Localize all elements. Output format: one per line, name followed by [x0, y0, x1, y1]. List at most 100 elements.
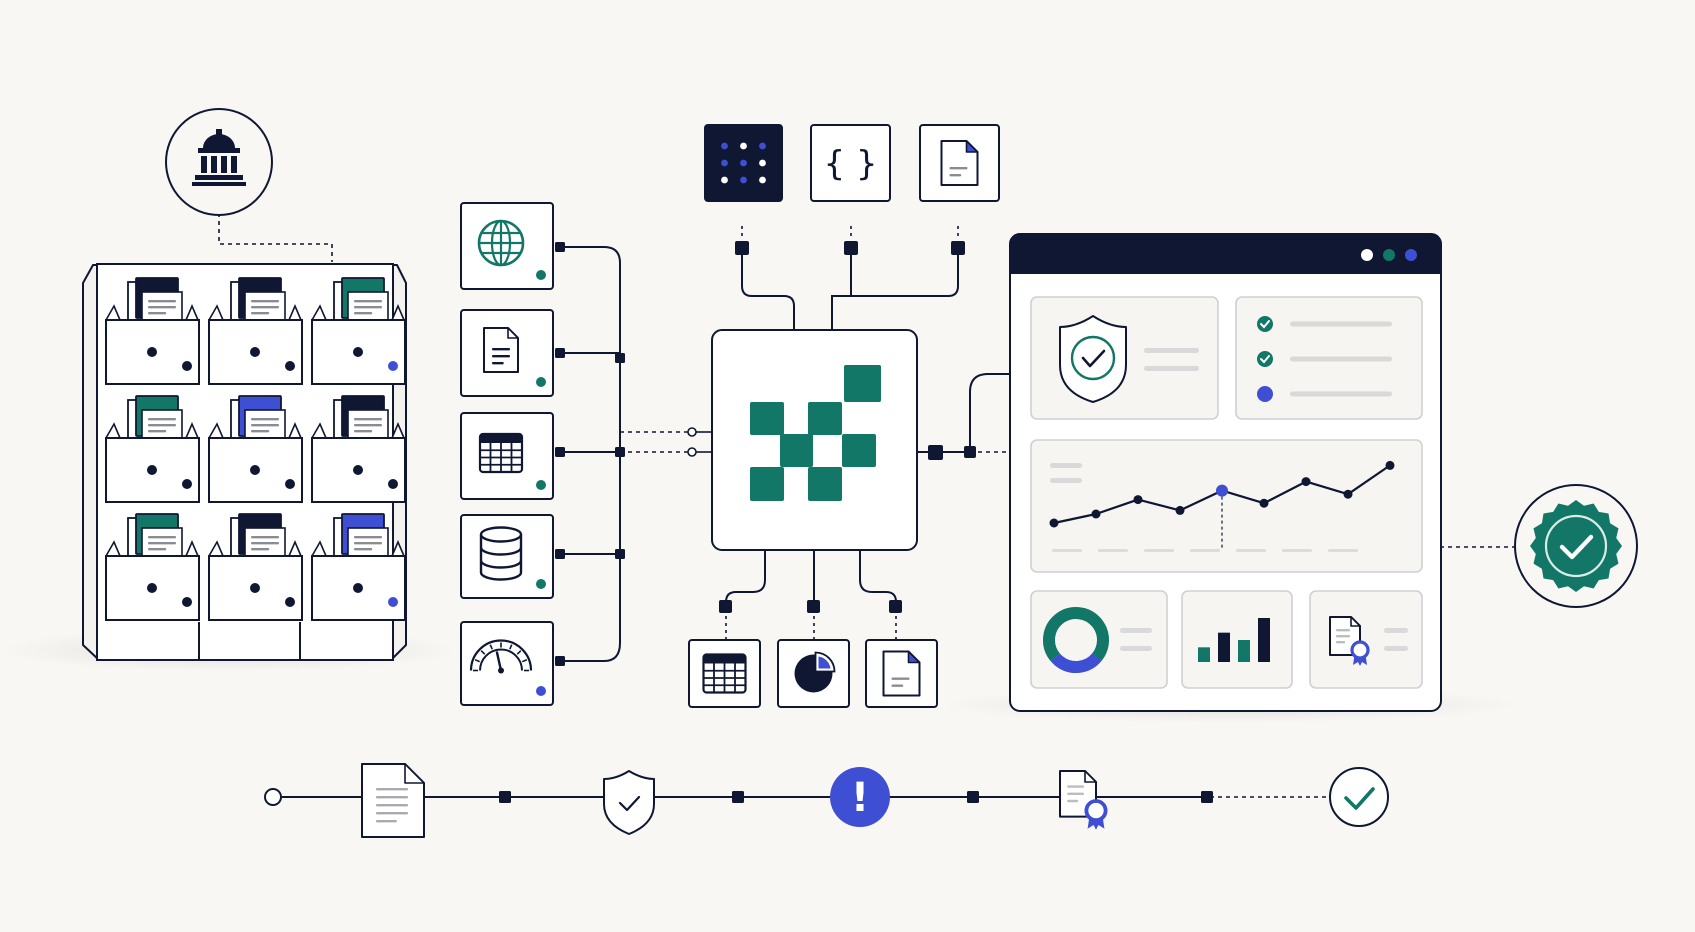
window-dot — [1383, 249, 1395, 261]
output-dot-grid — [704, 124, 783, 202]
drawer-status-dot — [182, 361, 192, 371]
bottom-outputs — [688, 639, 938, 708]
certificate-card — [1309, 590, 1423, 689]
archive-drawer — [105, 395, 200, 503]
validation-pipeline: ! — [264, 763, 1389, 838]
document-icon — [483, 327, 519, 373]
code-braces-icon: { } — [823, 144, 877, 184]
table-icon — [478, 432, 524, 474]
archive-drawer — [311, 277, 406, 385]
pipeline-step — [264, 788, 282, 806]
window-controls — [1361, 249, 1417, 261]
verified-seal-icon — [1530, 500, 1622, 592]
source-document — [460, 309, 554, 397]
source-database — [460, 514, 554, 599]
drawer-status-dot — [182, 479, 192, 489]
checker-logo-icon — [750, 365, 881, 501]
drawer-status-dot — [285, 597, 295, 607]
donut-card — [1030, 590, 1168, 689]
drawer-handle — [250, 583, 260, 593]
certificate-icon — [1059, 770, 1108, 830]
alert-icon: ! — [830, 767, 890, 827]
bar — [1218, 632, 1230, 662]
window-dot — [1405, 249, 1417, 261]
line-point — [1259, 498, 1269, 508]
source-status-dot — [536, 686, 546, 696]
bar-chart — [1198, 618, 1270, 662]
verified-badge — [1514, 484, 1638, 608]
data-sources — [460, 202, 554, 706]
document-icon — [361, 763, 425, 838]
checklist-item — [1257, 386, 1392, 402]
svg-text:!: ! — [851, 775, 869, 821]
gauge-icon — [469, 639, 533, 674]
drawer-handle — [147, 583, 157, 593]
window-dot — [1361, 249, 1373, 261]
start-node-icon — [264, 788, 282, 806]
archive-drawer — [311, 513, 406, 621]
line-point — [1385, 460, 1395, 470]
line-point — [1091, 509, 1101, 519]
donut-segment-indigo — [1043, 607, 1109, 673]
checklist-item — [1257, 351, 1392, 367]
archive-drawer — [105, 513, 200, 621]
source-globe — [460, 202, 554, 290]
output-document — [865, 639, 938, 708]
bar — [1198, 647, 1210, 662]
document-icon — [940, 140, 979, 186]
donut-chart — [1043, 607, 1110, 673]
drawer-status-dot — [388, 361, 398, 371]
source-status-dot — [536, 377, 546, 387]
source-status-dot — [536, 480, 546, 490]
globe-icon — [477, 219, 525, 267]
output-table — [688, 639, 761, 708]
archive-drawer — [208, 277, 303, 385]
drawer-handle — [353, 583, 363, 593]
drawer-handle — [147, 465, 157, 475]
drawer-status-dot — [285, 479, 295, 489]
check-circle-icon — [1329, 767, 1389, 827]
connector-nodes — [499, 241, 1213, 803]
check-icon — [1257, 351, 1273, 367]
drawer-handle — [353, 347, 363, 357]
certificate-icon — [1329, 616, 1370, 666]
drawer-status-dot — [388, 479, 398, 489]
pipeline-step — [1329, 767, 1389, 827]
institution-icon — [192, 129, 246, 186]
pipeline-step — [361, 763, 425, 838]
document-icon — [882, 650, 921, 697]
bus-ring-nodes — [687, 427, 697, 457]
checklist-card — [1235, 296, 1423, 420]
output-document — [919, 124, 1000, 202]
bar — [1258, 618, 1270, 662]
pipeline-step: ! — [830, 767, 890, 827]
table-icon — [702, 653, 747, 694]
security-card — [1030, 296, 1219, 420]
pipeline-step — [1059, 770, 1108, 830]
shield-check-icon — [603, 770, 655, 835]
drawer-status-dot — [388, 597, 398, 607]
line-point — [1133, 495, 1143, 505]
dashboard-window — [1009, 233, 1442, 712]
top-outputs: { } — [704, 124, 1000, 202]
drawer-handle — [250, 347, 260, 357]
shield-check-icon — [1059, 315, 1127, 403]
source-table — [460, 412, 554, 500]
drawer-handle — [353, 465, 363, 475]
filing-cabinet — [82, 263, 407, 661]
processing-hub — [711, 329, 918, 551]
drawer-handle — [147, 347, 157, 357]
output-code-braces: { } — [810, 124, 891, 202]
institution-badge — [165, 108, 273, 216]
drawer-status-dot — [182, 597, 192, 607]
line-chart-card — [1030, 439, 1423, 573]
source-gauge — [460, 621, 554, 706]
line-point — [1175, 505, 1185, 515]
source-status-dot — [536, 270, 546, 280]
database-icon — [479, 526, 523, 581]
source-status-dot — [536, 579, 546, 589]
output-pie-chart — [777, 639, 850, 708]
pipeline-step — [603, 770, 655, 835]
archive-drawer — [311, 395, 406, 503]
dot-grid-icon — [721, 142, 766, 184]
